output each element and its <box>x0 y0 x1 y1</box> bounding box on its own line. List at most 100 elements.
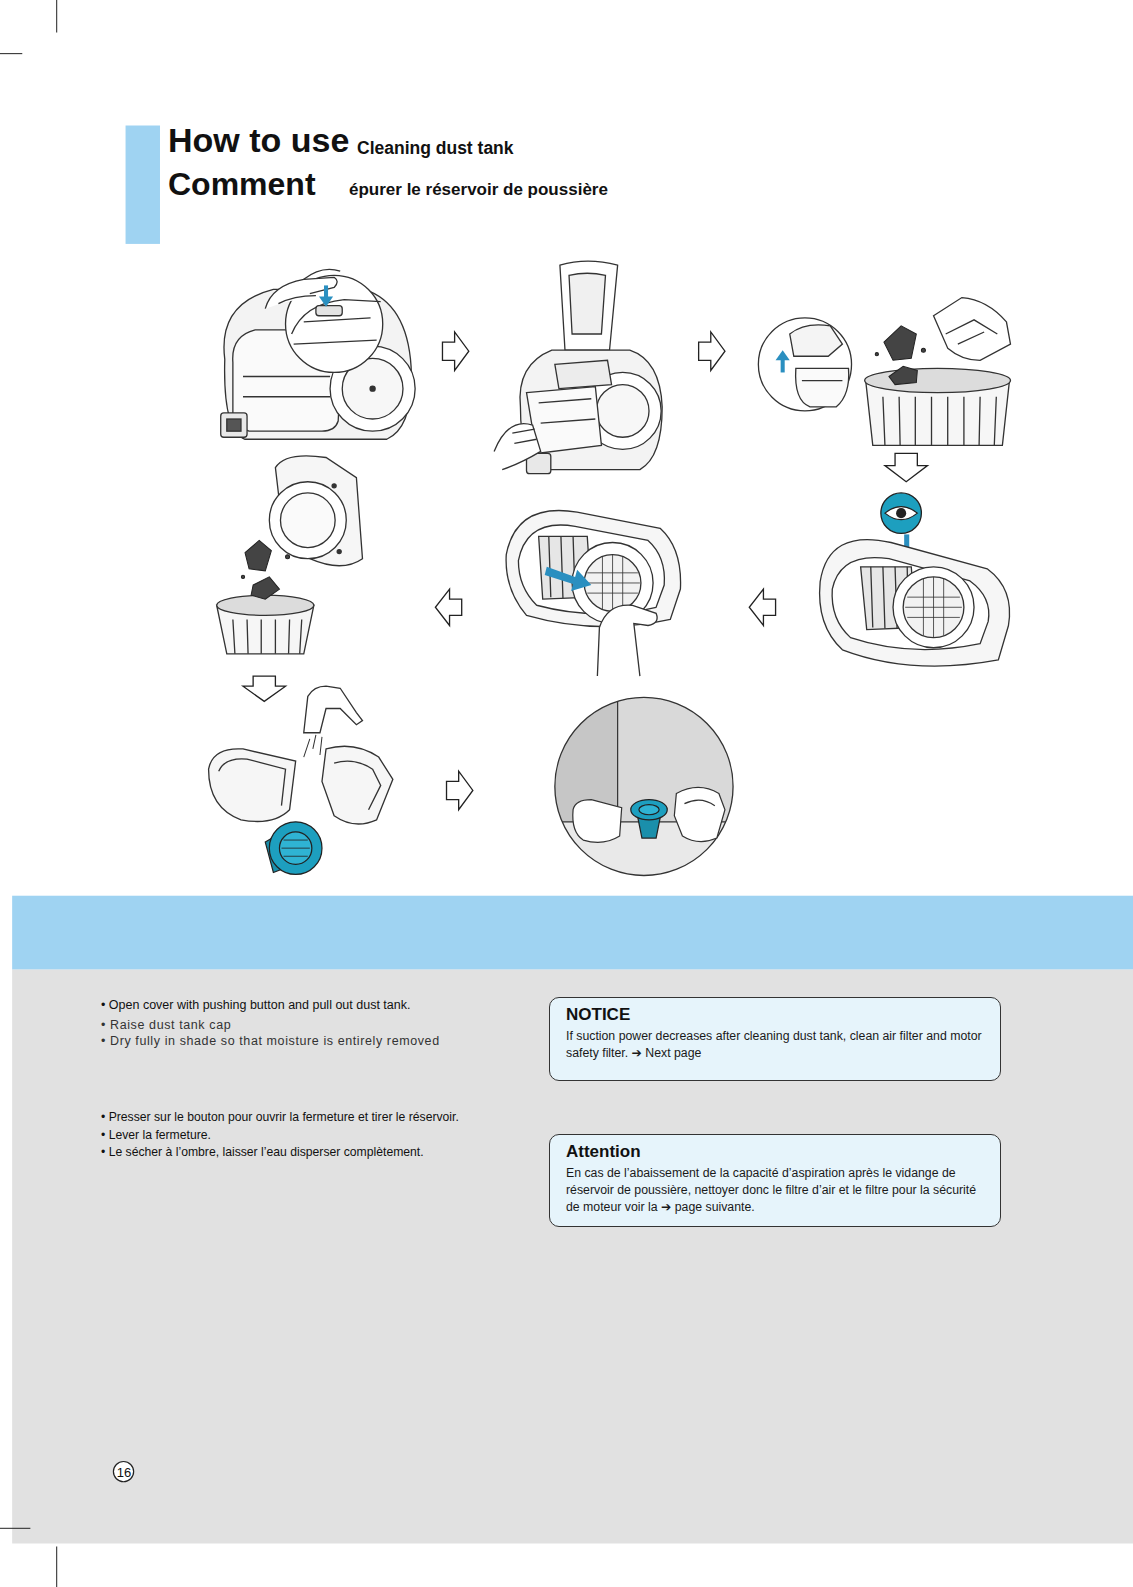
instruction-step: • Dry fully in shade so that moisture is… <box>101 1034 440 1048</box>
dust-tank <box>584 555 641 612</box>
drying-parts <box>674 787 725 841</box>
step-arrow <box>699 332 725 370</box>
dust-tank <box>506 510 680 626</box>
page-ground <box>12 896 1133 970</box>
vacuum-illustration <box>292 300 381 345</box>
drying-scene <box>569 698 618 699</box>
crop-mark <box>0 0 57 1587</box>
dust-clump <box>245 540 271 570</box>
notice-box: NOTICEIf suction power decreases after c… <box>549 997 1001 1081</box>
dust-clump <box>921 348 925 352</box>
drying-parts <box>631 800 667 820</box>
page-number: 16 <box>113 1464 135 1482</box>
dust-tank <box>820 540 1010 667</box>
dust-tank-cap <box>790 325 843 356</box>
dust-tank <box>269 456 362 566</box>
dust-tank <box>269 482 346 559</box>
dust-tank <box>209 749 296 822</box>
vacuum-illustration <box>539 399 596 423</box>
vacuum-illustration <box>569 273 605 334</box>
air-filter <box>281 840 309 856</box>
instruction-step: • Open cover with pushing button and pul… <box>101 998 410 1012</box>
page-ground <box>12 970 1133 1544</box>
vacuum-illustration <box>512 429 536 443</box>
dust-tank <box>893 567 974 648</box>
trash-bin <box>217 595 314 654</box>
page-ground <box>12 126 1133 1544</box>
lift-arrow <box>776 350 790 372</box>
subtitle: Cleaning dust tank <box>357 138 514 158</box>
trash-bin <box>883 397 996 446</box>
notice-heading: Attention <box>566 1142 984 1162</box>
push-arrow <box>319 285 333 306</box>
eye-icon <box>881 493 922 533</box>
zoom-circle <box>555 697 733 875</box>
step-arrow <box>435 589 461 625</box>
vacuum-illustration <box>243 377 330 397</box>
dust-tank <box>322 746 393 824</box>
instruction-step: • Le sécher à l’ombre, laisser l’eau dis… <box>101 1145 424 1159</box>
step-arrow <box>885 453 928 481</box>
notice-heading: NOTICE <box>566 1005 984 1025</box>
trash-bin <box>233 619 302 653</box>
crop-mark <box>0 53 22 54</box>
pull-arrow <box>545 567 592 591</box>
dust-clump <box>884 326 916 360</box>
push-arrow <box>324 285 328 297</box>
eye-icon <box>896 508 906 518</box>
dust-clump <box>875 353 878 356</box>
vacuum-illustration <box>494 424 541 470</box>
vacuum-illustration <box>304 269 340 279</box>
dust-tank-cap <box>802 380 843 381</box>
page-ground <box>126 126 160 244</box>
notice-body: En cas de l’abaissement de la capacité d… <box>566 1165 984 1215</box>
dust-tank <box>337 550 341 554</box>
dust-tank <box>549 536 575 598</box>
drying-parts <box>638 818 660 838</box>
instruction-step: • Raise dust tank cap <box>101 1018 231 1032</box>
vacuum-illustration <box>316 306 342 316</box>
dust-tank <box>334 761 381 810</box>
vacuum-illustration <box>265 277 337 308</box>
notice-box: Attention En cas de l’abaissement de la c… <box>549 1134 1001 1227</box>
instruction-step: • Presser sur le bouton pour ouvrir la f… <box>101 1110 459 1124</box>
step-arrow <box>442 332 468 370</box>
dust-tank <box>506 510 680 676</box>
dust-tank <box>597 605 657 676</box>
drying-parts <box>639 805 659 815</box>
dust-tank <box>832 558 989 650</box>
drying-scene <box>617 698 618 821</box>
air-filter <box>279 832 311 864</box>
lift-arrow <box>776 350 790 360</box>
crop-mark <box>0 1528 30 1529</box>
dust-tank-cap <box>758 298 1010 411</box>
step-arrow <box>243 676 286 701</box>
vacuum-illustration <box>221 413 247 437</box>
dust-clump <box>286 555 290 559</box>
subtitle: épurer le réservoir de poussière <box>349 180 608 200</box>
dust-tank <box>585 555 640 612</box>
air-filter <box>265 822 322 875</box>
dust-tank <box>905 577 962 638</box>
faucet <box>304 735 322 757</box>
dust-tank <box>280 493 335 548</box>
dust-tank-cap <box>946 320 998 344</box>
vacuum-illustration <box>494 261 662 474</box>
dust-clump <box>889 366 917 384</box>
dust-tank <box>903 577 964 638</box>
dust-clump <box>875 326 925 385</box>
trash-bin <box>865 368 1011 392</box>
faucet <box>304 686 363 733</box>
vacuum-illustration <box>560 261 618 350</box>
dust-tank <box>219 759 286 806</box>
drying-parts <box>573 787 725 842</box>
crop-mark <box>56 0 57 32</box>
vacuum-illustration <box>555 360 612 388</box>
dust-clump <box>241 540 289 599</box>
drying-parts <box>684 800 714 806</box>
drying-scene <box>547 688 750 903</box>
vacuum-illustration <box>596 385 649 438</box>
vacuum-illustration <box>221 269 415 439</box>
